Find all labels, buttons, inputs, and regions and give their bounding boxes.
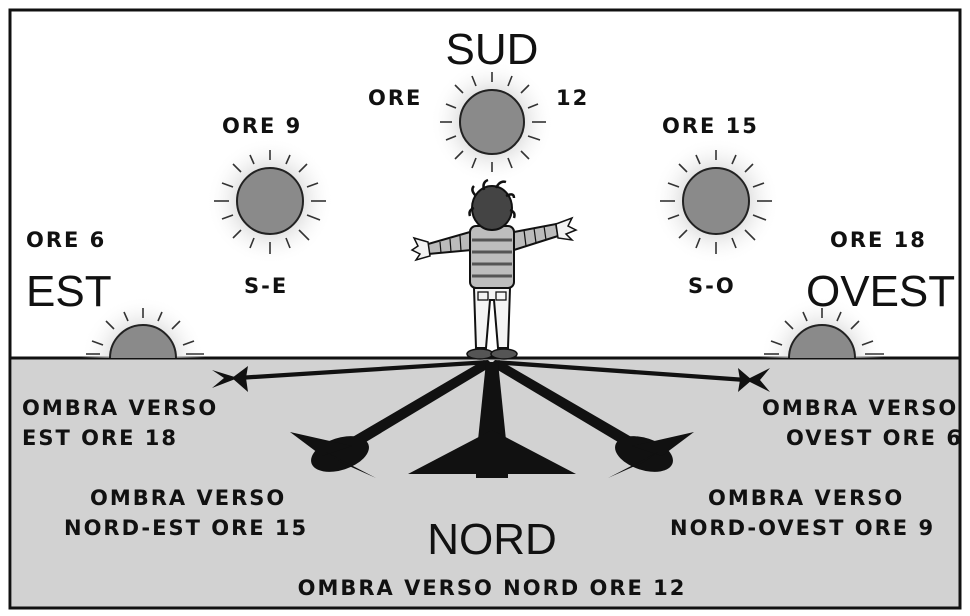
shadow-ne-label-line1: OMBRA VERSO (90, 488, 286, 509)
sun-ore-9-label: ORE 9 (222, 116, 302, 137)
shadow-west-label-line1: OMBRA VERSO (762, 398, 958, 419)
direction-east-label: EST (26, 270, 112, 314)
sun-ore-15-label: ORE 15 (662, 116, 759, 137)
shadow-nw-label-line2: NORD-OVEST ORE 9 (670, 518, 935, 539)
sun-ore-12 (430, 60, 554, 184)
sun-ore-9 (206, 137, 334, 265)
direction-so-label: S-O (688, 276, 736, 297)
shadow-north-label: OMBRA VERSO NORD ORE 12 (260, 578, 724, 599)
shadow-east-label-line1: OMBRA VERSO (22, 398, 218, 419)
sun-ore-18-label: ORE 18 (830, 230, 927, 251)
shadow-east-label-line2: EST ORE 18 (22, 428, 178, 449)
shadow-west-label-line2: OVEST ORE 6 (786, 428, 963, 449)
sun-ore-12-left-label: ORE (368, 88, 422, 109)
sun-ore-12-right-label: 12 (556, 88, 589, 109)
child-figure (412, 180, 576, 359)
shadow-nw-label-line1: OMBRA VERSO (708, 488, 904, 509)
shadow-ne-label-line2: NORD-EST ORE 15 (64, 518, 308, 539)
direction-north-label: NORD (412, 518, 572, 562)
direction-south-label: SUD (432, 28, 552, 72)
sun-ore-6-label: ORE 6 (26, 230, 106, 251)
sun-ore-15 (652, 137, 780, 265)
direction-se-label: S-E (244, 276, 288, 297)
direction-west-label: OVEST (806, 270, 955, 314)
